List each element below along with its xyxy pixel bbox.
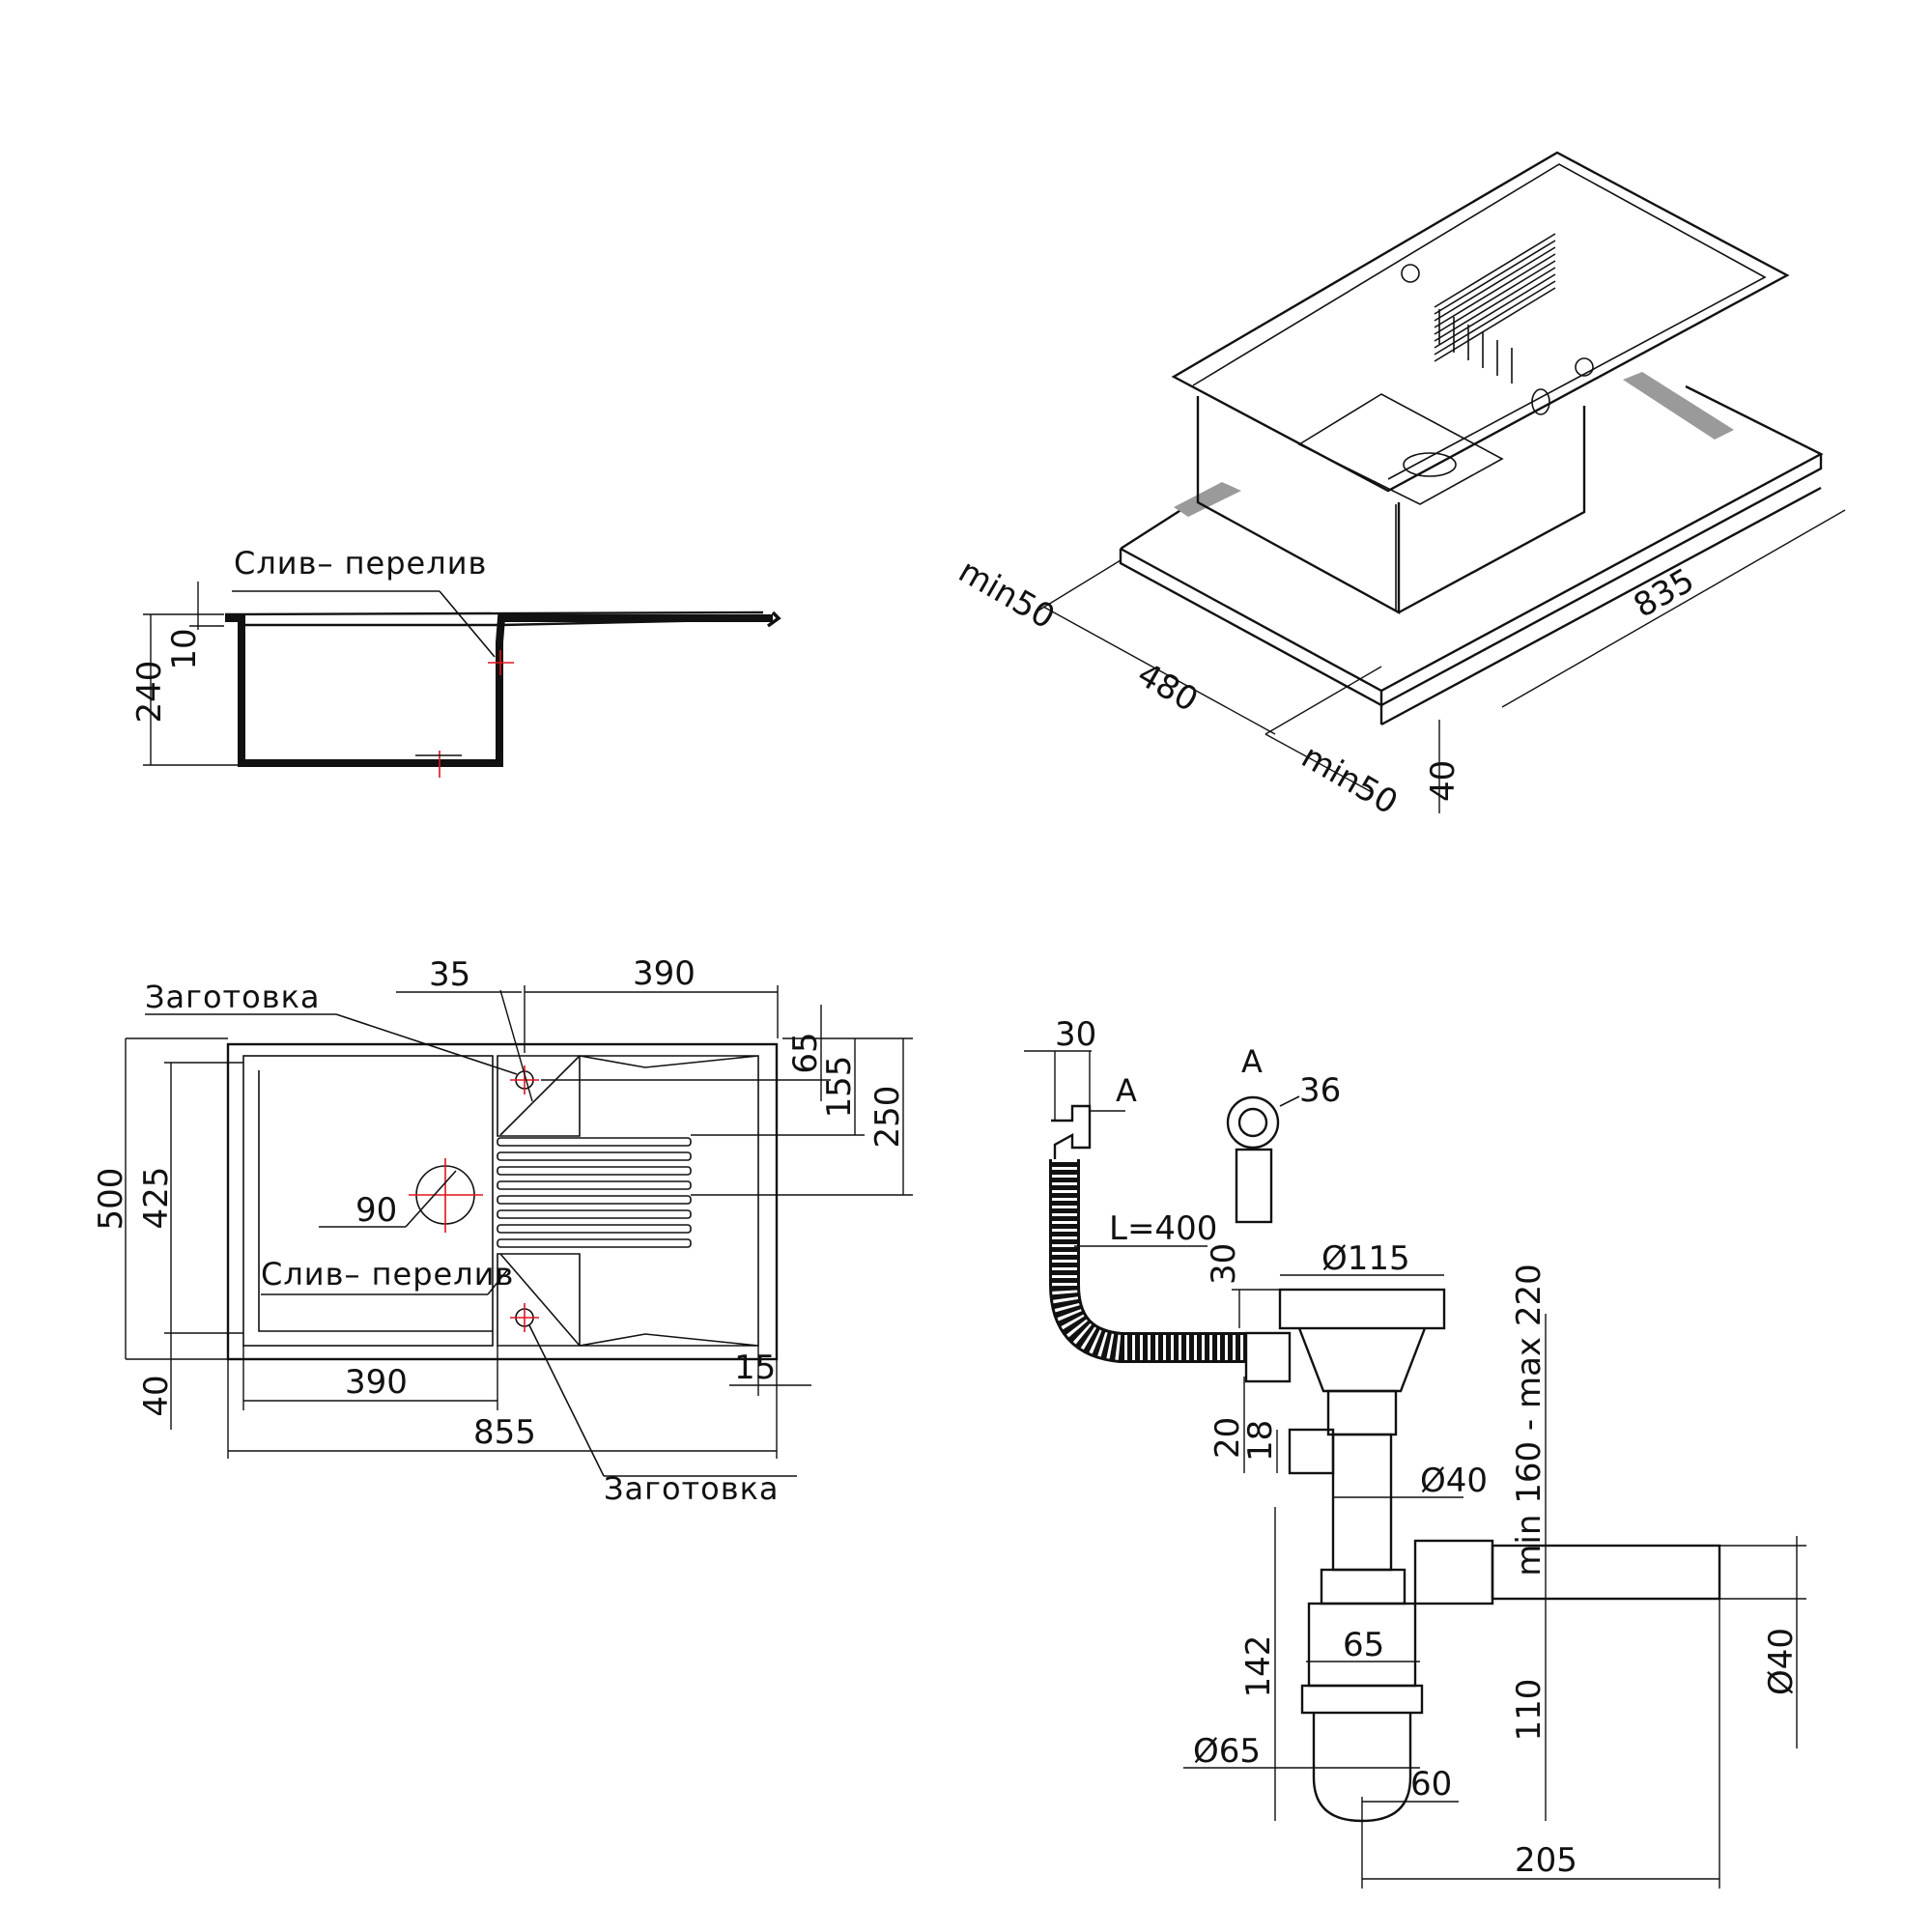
dim-18: 18	[1241, 1420, 1280, 1462]
drainer-surface-line	[224, 611, 769, 627]
strainer-cone	[1297, 1327, 1427, 1393]
dim-10: 10	[165, 628, 204, 669]
cutout-gap-left	[1174, 482, 1241, 517]
dim-drain-90: 90	[355, 1191, 397, 1230]
overflow-connector	[1244, 1331, 1292, 1383]
outlet-nut	[1413, 1539, 1494, 1605]
dim-adjust: min 160 - max 220	[1510, 1264, 1548, 1576]
dim-ext-left-a	[1037, 559, 1122, 611]
top-plan-view: Заготовка Слив– перелив Заготовка 90 35 …	[92, 954, 913, 1507]
dim-line-min-right	[1264, 733, 1373, 793]
dim-30: 30	[1205, 1243, 1243, 1285]
cutout-gap-right	[1623, 372, 1734, 440]
dim-110: 110	[1510, 1679, 1548, 1742]
view-a-inner	[1237, 1107, 1268, 1138]
tap-hole-1	[1401, 264, 1420, 283]
dim-line-835	[1501, 509, 1846, 708]
countertop-front	[1119, 454, 1823, 708]
dim-65: 65	[1343, 1626, 1384, 1664]
side-connector	[1288, 1428, 1335, 1475]
dim-65-top: 65	[786, 1032, 825, 1073]
dim-142: 142	[1239, 1635, 1278, 1698]
dim-20: 20	[1208, 1417, 1247, 1459]
overflow-hole	[1531, 388, 1550, 415]
trap-nut	[1320, 1568, 1406, 1605]
dim-115: Ø115	[1321, 1239, 1410, 1278]
callout-overflow: Слив– перелив	[261, 1256, 514, 1293]
vertical-pipe	[1331, 1433, 1393, 1572]
callout-blank-bottom: Заготовка	[604, 1470, 780, 1507]
blank-top-leader	[335, 1013, 518, 1075]
dim-205: 205	[1515, 1841, 1577, 1880]
drainer-channels	[579, 1055, 759, 1347]
iso-dim-40: 40	[1424, 760, 1463, 802]
trap-ring	[1300, 1684, 1424, 1715]
dim-855: 855	[473, 1413, 536, 1452]
dim-ext-left-b	[1264, 666, 1382, 735]
side-section-view: Слив– перелив 240 10	[130, 545, 781, 778]
drainer-grooves	[497, 1137, 692, 1248]
dim-500: 500	[92, 1168, 130, 1231]
dim-ext-min-left	[1042, 606, 1276, 735]
view-a-outer	[1226, 1095, 1280, 1150]
overflow-head	[1051, 1104, 1092, 1159]
view-a-body	[1235, 1148, 1273, 1224]
iso-dim-480: 480	[1131, 655, 1205, 720]
pipe-nut-top	[1326, 1389, 1398, 1436]
siphon-assembly: 30 A L=400 A 36 Ø115 30 20 18 Ø40	[1024, 1015, 1806, 1889]
dim-250: 250	[868, 1086, 907, 1149]
countertop-bottom	[1380, 486, 1822, 726]
sink-section-profile	[225, 614, 773, 767]
iso-dim-835: 835	[1628, 561, 1701, 626]
drainer-bevel-bottom	[499, 1253, 581, 1347]
callout-blank-top: Заготовка	[145, 979, 321, 1015]
dim-60: 60	[1410, 1765, 1452, 1804]
dim-40-front: 40	[137, 1375, 176, 1416]
bowl-inner-outline	[258, 1070, 493, 1332]
strainer-top	[1278, 1288, 1446, 1330]
drain-hole	[1403, 452, 1457, 477]
iso-dim-min-left: min50	[952, 552, 1062, 637]
dim-15: 15	[734, 1349, 776, 1387]
dim-d40-out: Ø40	[1762, 1628, 1801, 1695]
bowl-outline	[242, 1055, 494, 1347]
dim-390-bottom: 390	[345, 1363, 408, 1402]
drain-dia-leader	[405, 1170, 457, 1228]
dim-d65: Ø65	[1193, 1732, 1261, 1771]
dim-30-head: 30	[1055, 1015, 1096, 1054]
drainer-ribs	[1434, 233, 1556, 384]
dim-35-leader	[499, 989, 533, 1102]
drainer-edge	[766, 611, 781, 628]
callout-leader	[439, 590, 496, 658]
dim-36: 36	[1299, 1071, 1341, 1110]
side-callout-overflow: Слив– перелив	[234, 545, 487, 582]
sink-outline	[226, 1042, 779, 1361]
blank-bottom-leader	[528, 1324, 605, 1477]
dim-390-top: 390	[633, 954, 696, 993]
isometric-view: min50 480 835 min50 40	[952, 151, 1846, 822]
sink-rim-outer	[1171, 151, 1790, 493]
drainer-outline	[497, 1055, 581, 1347]
dim-425: 425	[137, 1167, 176, 1230]
dim-d40: Ø40	[1420, 1462, 1488, 1500]
bowl-inner	[1297, 393, 1504, 611]
dim-155: 155	[820, 1056, 859, 1119]
drainer-bevel-top	[499, 1055, 581, 1136]
view-a-leader	[1279, 1095, 1300, 1107]
bowl-walls	[1196, 396, 1586, 615]
tap-hole-2	[1575, 357, 1594, 377]
dim-240: 240	[130, 661, 169, 724]
view-a-marker: A	[1116, 1072, 1138, 1109]
overflow-hose	[1049, 1159, 1246, 1363]
sink-rim-inner	[1192, 163, 1767, 480]
iso-dim-min-right: min50	[1295, 737, 1405, 822]
dim-35: 35	[429, 955, 470, 994]
view-a-label: A	[1241, 1043, 1264, 1080]
outlet-pipe	[1491, 1544, 1721, 1601]
overflow-leader	[487, 1269, 508, 1295]
dim-hose: L=400	[1109, 1209, 1217, 1248]
